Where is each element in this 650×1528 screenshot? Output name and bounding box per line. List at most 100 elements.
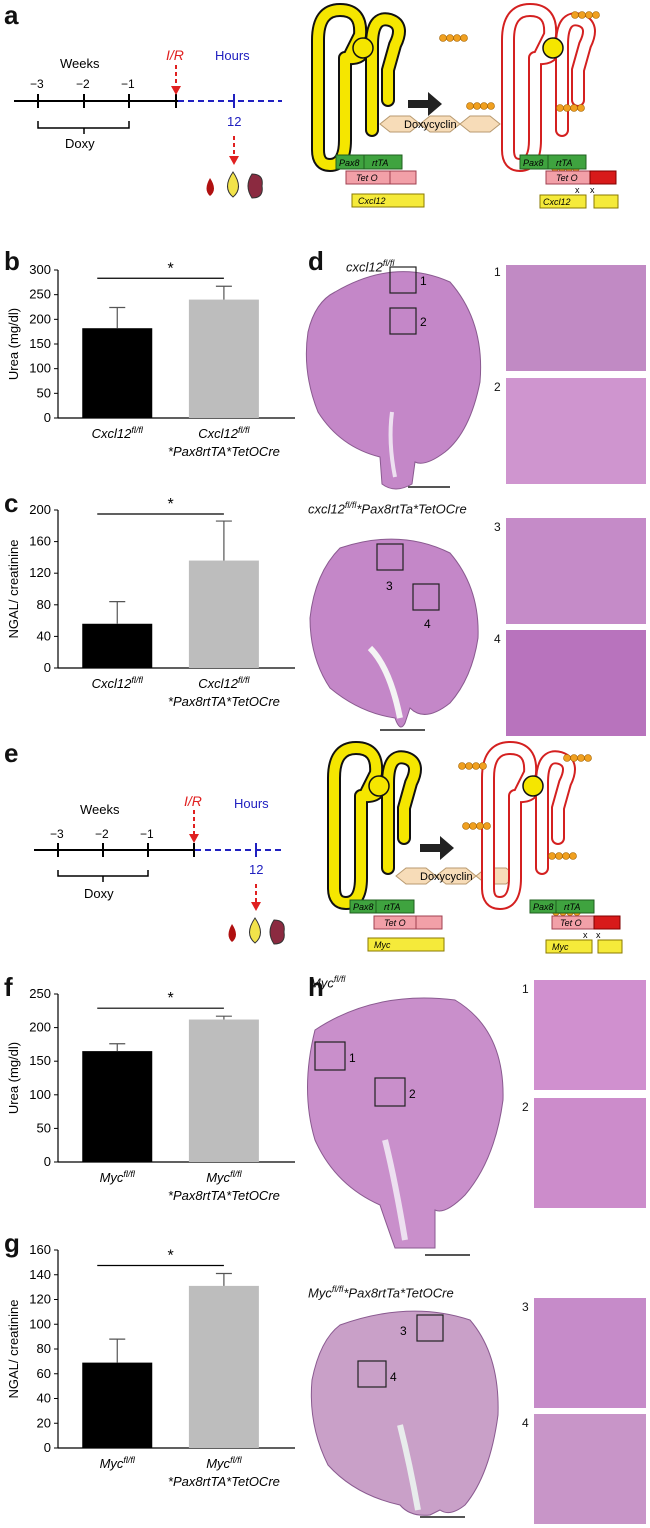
y-tick-label: 200	[29, 1020, 51, 1035]
panel-label-b: b	[4, 246, 20, 276]
category-label: Cxcl12fl/fl	[92, 675, 144, 691]
weeks-label: Weeks	[80, 802, 120, 817]
y-axis-label: Urea (mg/dl)	[6, 1042, 21, 1114]
hour-tick-label: 12	[227, 114, 241, 129]
bar	[188, 1019, 259, 1162]
nephron-yellow-icon	[311, 2, 406, 173]
category-label: Mycfl/fl	[100, 1169, 136, 1185]
inset-label: 3	[494, 520, 501, 534]
bar	[188, 560, 259, 668]
weeks-label: Weeks	[60, 56, 100, 71]
y-axis-label: NGAL/ creatinine	[6, 1300, 21, 1399]
category-label-second: *Pax8rtTA*TetOCre	[168, 1474, 280, 1489]
doxycyclin-label: Doxycyclin	[404, 119, 457, 131]
arrow-right-icon	[420, 836, 454, 860]
significance-star: *	[167, 990, 173, 1007]
y-tick-label: 0	[44, 660, 51, 675]
box-label: 1	[420, 274, 427, 288]
y-tick-label: 60	[37, 1366, 51, 1381]
y-tick-label: 0	[44, 410, 51, 425]
blood-drop-icon	[228, 924, 236, 942]
histology-h-bottom-caption: Mycfl/fl*Pax8rtTa*TetOCre	[308, 1284, 454, 1301]
doxycyclin-molecule: Doxycyclin	[379, 115, 501, 133]
category-label: Cxcl12fl/fl	[198, 675, 250, 691]
category-label: Mycfl/fl	[206, 1169, 242, 1185]
arrow-right-icon	[408, 92, 442, 116]
y-tick-label: 40	[37, 628, 51, 643]
panel-label-e: e	[4, 738, 19, 768]
y-tick-label: 140	[29, 1267, 51, 1282]
y-tick-label: 40	[37, 1391, 51, 1406]
svg-text:x: x	[575, 185, 580, 195]
inset-3-image	[506, 518, 646, 624]
bar	[82, 328, 153, 418]
box-label: 4	[424, 617, 431, 631]
box-label: 2	[420, 315, 427, 329]
y-tick-label: 250	[29, 986, 51, 1001]
nephron-yellow-icon	[327, 740, 422, 911]
construct-left-e: Pax8 rtTA Tet O Myc	[349, 899, 445, 952]
panel-label-f: f	[4, 972, 13, 1002]
tick-label: −3	[30, 77, 44, 91]
nephron-red-icon	[501, 2, 596, 173]
doxy-dots	[458, 754, 592, 916]
gene-label: Myc	[552, 942, 569, 952]
tick-label: −1	[140, 827, 154, 841]
y-axis-label: Urea (mg/dl)	[6, 308, 21, 380]
kidney-icon	[247, 173, 263, 199]
y-tick-label: 50	[37, 1120, 51, 1135]
panel-a-figure: Weeks Hours I/R −3 −2 −1 12 Doxy Doxycyc…	[14, 2, 619, 209]
timeline-e: Weeks Hours I/R −3 −2 −1 12 Doxy	[34, 793, 285, 945]
category-label: Mycfl/fl	[206, 1455, 242, 1471]
bar	[82, 1051, 153, 1162]
category-label: Cxcl12fl/fl	[198, 425, 250, 441]
y-tick-label: 160	[29, 1242, 51, 1257]
y-tick-label: 100	[29, 1087, 51, 1102]
histology-h-top-section: 1 2	[307, 997, 504, 1256]
teto-label: Tet O	[556, 173, 578, 183]
category-label-second: *Pax8rtTA*TetOCre	[168, 1188, 280, 1203]
pax8-label: Pax8	[523, 158, 544, 168]
construct-left-a: Pax8 rtTA Tet O Cxcl12	[335, 154, 425, 208]
gene-label: Cxcl12	[543, 197, 571, 207]
rtta-label: rtTA	[564, 902, 580, 912]
y-tick-label: 200	[29, 502, 51, 517]
tick-label: −2	[95, 827, 109, 841]
ir-label: I/R	[184, 793, 202, 809]
inset-4-image	[506, 630, 646, 736]
panel-label-d: d	[308, 246, 324, 276]
inset-label: 2	[522, 1100, 529, 1114]
svg-text:x: x	[590, 185, 595, 195]
pax8-label: Pax8	[533, 902, 554, 912]
y-tick-label: 120	[29, 1292, 51, 1307]
gene-label: Cxcl12	[358, 196, 386, 206]
bar	[82, 623, 153, 668]
significance-star: *	[167, 1248, 173, 1265]
ir-label: I/R	[166, 47, 184, 63]
tick-label: −2	[76, 77, 90, 91]
y-tick-label: 100	[29, 1316, 51, 1331]
rtta-label: rtTA	[372, 158, 388, 168]
hour-tick-label: 12	[249, 862, 263, 877]
bar	[188, 299, 259, 418]
svg-text:x: x	[583, 930, 588, 940]
teto-label: Tet O	[560, 918, 582, 928]
panel-label-c: c	[4, 488, 19, 518]
panel-label-g: g	[4, 1228, 20, 1258]
y-axis-label: NGAL/ creatinine	[6, 540, 21, 639]
tick-label: −3	[50, 827, 64, 841]
category-label-second: *Pax8rtTA*TetOCre	[168, 694, 280, 709]
box-label: 3	[386, 579, 393, 593]
pax8-label: Pax8	[339, 158, 360, 168]
y-tick-label: 80	[37, 597, 51, 612]
histology-h-bottom-section: 3 4	[310, 1310, 499, 1518]
hours-label: Hours	[234, 796, 269, 811]
inset-label: 2	[494, 380, 501, 394]
y-tick-label: 150	[29, 1053, 51, 1068]
panel-e-figure: Weeks Hours I/R −3 −2 −1 12 Doxy Doxycyc…	[34, 740, 623, 954]
